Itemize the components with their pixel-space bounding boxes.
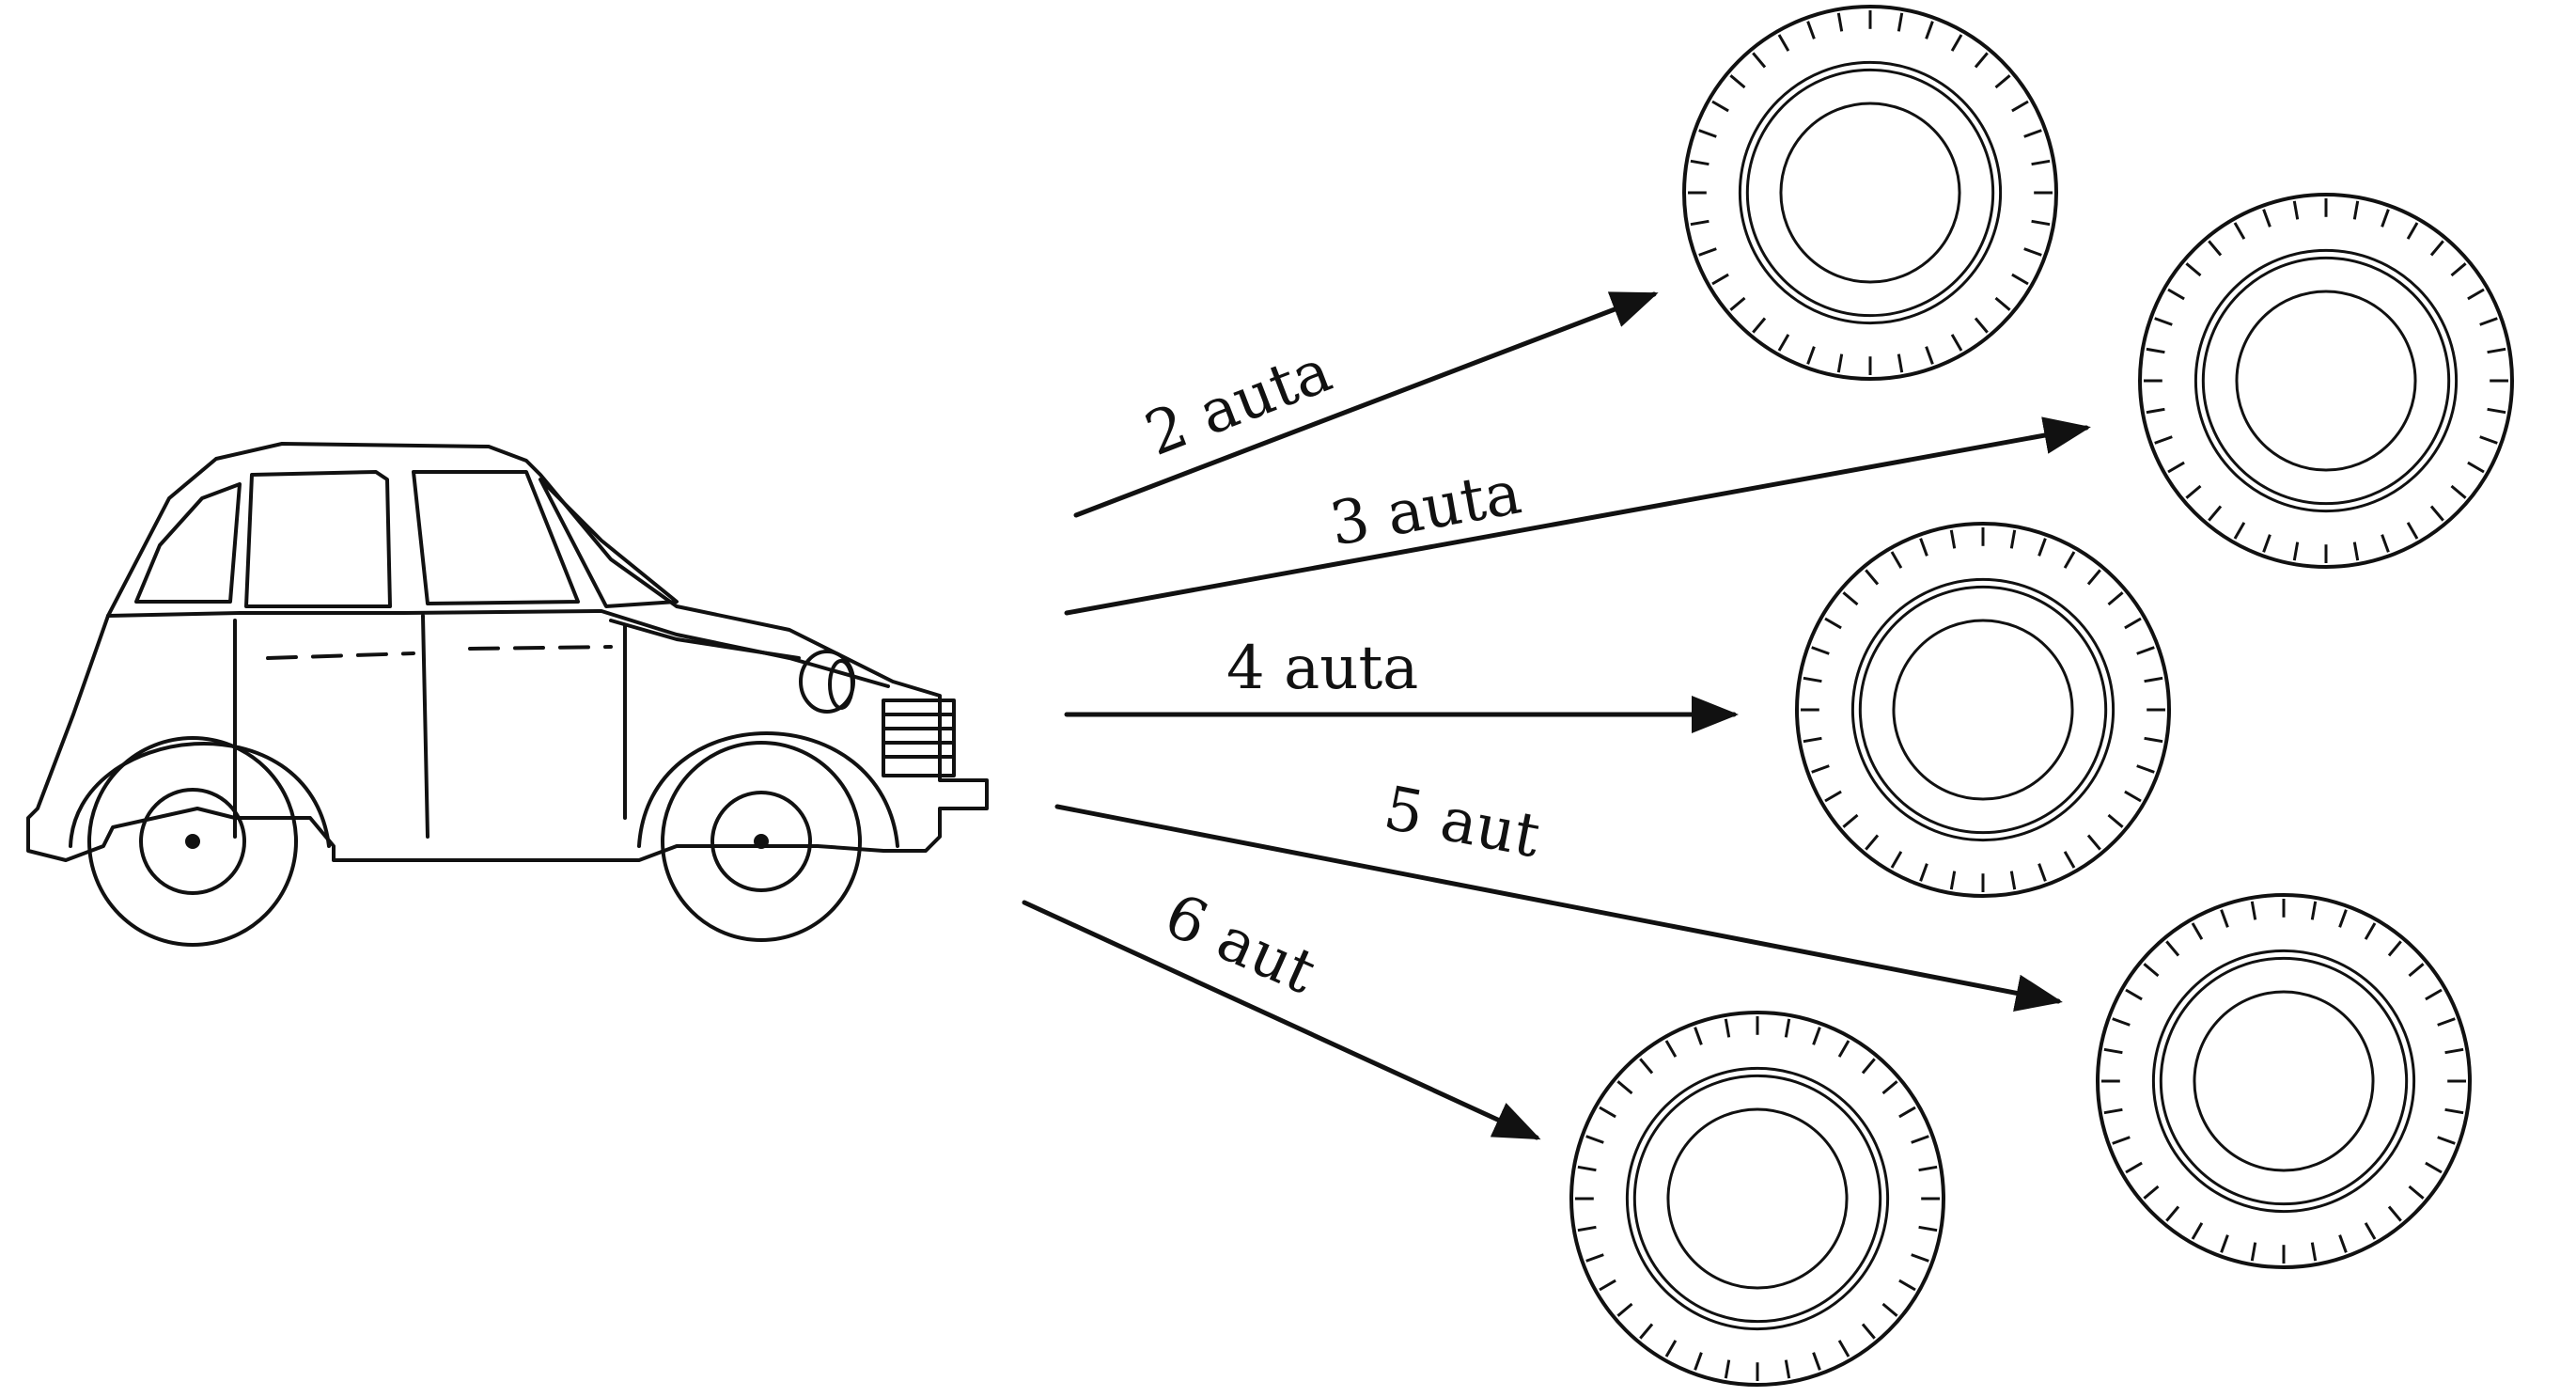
label-6-aut: 6 aut bbox=[1154, 881, 1325, 1008]
car-window-middle bbox=[244, 470, 392, 608]
car-grille bbox=[882, 698, 956, 777]
label-2-auta: 2 auta bbox=[1136, 337, 1340, 470]
tyres bbox=[1569, 5, 2514, 1387]
arrow-6-aut bbox=[1022, 900, 1541, 1140]
car-front-wheel bbox=[661, 741, 862, 942]
tyre-icon bbox=[2096, 893, 2472, 1269]
car-trim-line bbox=[266, 645, 613, 660]
car-icon bbox=[26, 442, 989, 947]
car-rear-window bbox=[134, 482, 242, 604]
car-windshield bbox=[539, 478, 679, 608]
tyre-icon bbox=[1569, 1011, 1945, 1387]
car-body bbox=[26, 442, 989, 862]
tyre-icon bbox=[1682, 5, 2058, 381]
car-window-front bbox=[412, 470, 580, 605]
tyre-icon bbox=[1795, 522, 2171, 898]
arrows bbox=[1022, 291, 2091, 1140]
car-rear-arch bbox=[69, 742, 331, 848]
label-5-aut: 5 aut bbox=[1379, 774, 1545, 871]
car-headlight-lens bbox=[828, 659, 854, 710]
car-rear-wheel bbox=[87, 736, 298, 947]
car-door-seam bbox=[421, 614, 429, 839]
arrow-2-auta bbox=[1073, 291, 1659, 518]
label-4-auta: 4 auta bbox=[1226, 634, 1418, 703]
car-front-arch bbox=[637, 731, 899, 848]
arrow-labels: 2 auta 3 auta 4 auta 5 aut 6 aut bbox=[1136, 337, 1545, 1009]
arrow-3-auta bbox=[1064, 416, 2091, 616]
car-hood-line bbox=[609, 619, 801, 660]
label-3-auta: 3 auta bbox=[1325, 458, 1526, 559]
arrow-5-aut bbox=[1054, 804, 2063, 1012]
tyre-icon bbox=[2138, 193, 2514, 569]
